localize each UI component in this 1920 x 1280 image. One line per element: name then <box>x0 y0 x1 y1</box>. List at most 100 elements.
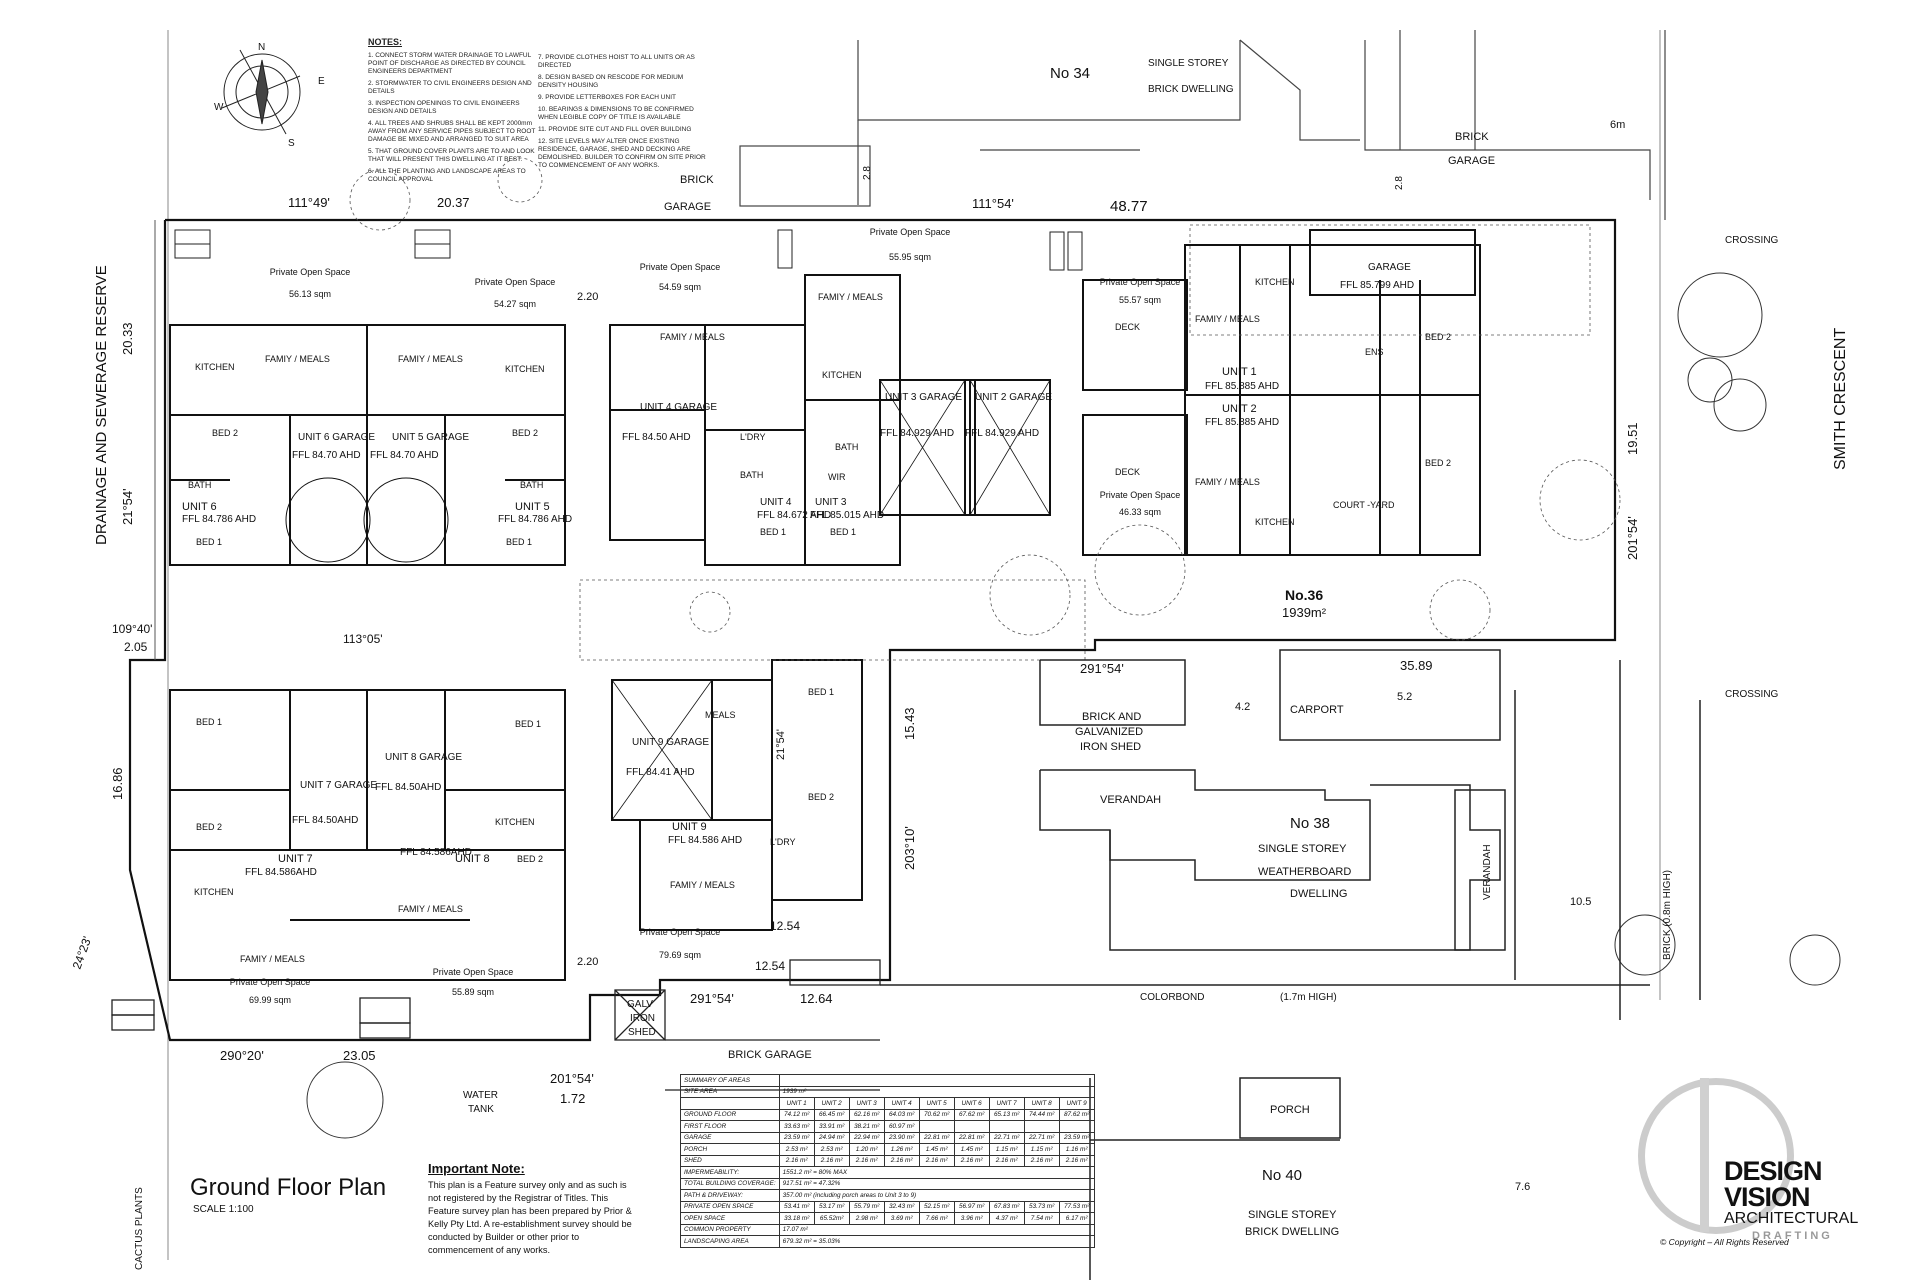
important-note-heading: Important Note: <box>428 1161 525 1176</box>
garage-top-1: BRICK <box>680 174 714 186</box>
distance-8: 23.05 <box>343 1048 376 1063</box>
svg-text:S: S <box>288 138 295 149</box>
table-cell <box>1058 1120 1095 1133</box>
table-cell: 6.17 m² <box>1058 1212 1095 1225</box>
dim-28a: 2.8 <box>862 166 873 180</box>
room-family-u2: FAMIY / MEALS <box>1195 477 1260 487</box>
table-cell: 1.20 m² <box>848 1143 885 1156</box>
room-ldry-u4: L'DRY <box>740 432 766 442</box>
room-deck-u2: DECK <box>1115 467 1140 477</box>
room-kitchen-u7: KITCHEN <box>194 887 234 897</box>
room-family-u5: FAMIY / MEALS <box>398 354 463 364</box>
north-compass-icon: N E W S <box>214 42 325 149</box>
table-cell: 2.16 m² <box>778 1154 815 1167</box>
table-cell: 23.59 m² <box>1058 1131 1095 1144</box>
unit-5-garage-ffl: FFL 84.70 AHD <box>370 450 439 461</box>
table-row-label: LANDSCAPING AREA <box>680 1235 780 1248</box>
table-cell: 33.91 m² <box>813 1120 850 1133</box>
table-row: IMPERMEABILITY:1551.2 m² = 80% MAX <box>680 1166 1095 1179</box>
table-cell: 2.98 m² <box>848 1212 885 1225</box>
colorbond-height: (1.7m HIGH) <box>1280 992 1337 1003</box>
unit-6-ffl: FFL 84.786 AHD <box>182 514 256 525</box>
room-bed1-u7: BED 1 <box>196 717 222 727</box>
note-1: 1. CONNECT STORM WATER DRAINAGE TO LAWFU… <box>368 52 532 75</box>
table-cell: 357.00 m² (including porch areas to Unit… <box>778 1189 1095 1202</box>
distance-6: 16.86 <box>110 767 125 800</box>
table-cell <box>988 1120 1025 1133</box>
table-row-label <box>680 1097 780 1110</box>
units-5-6-block <box>169 324 566 566</box>
table-row-label: COMMON PROPERTY <box>680 1223 780 1236</box>
unit-4-garage-ffl: FFL 84.50 AHD <box>622 432 691 443</box>
table-cell: 33.63 m² <box>778 1120 815 1133</box>
table-cell: 4.37 m² <box>988 1212 1025 1225</box>
garage-right-2: GARAGE <box>1448 155 1495 167</box>
room-kitchen-u8: KITCHEN <box>495 817 535 827</box>
unit-3-garage: UNIT 3 GARAGE <box>885 392 962 403</box>
unit-4-name: UNIT 4 <box>760 497 792 508</box>
unit-4-ffl: FFL 84.672 AHD <box>757 510 831 521</box>
unit-2-ffl: FFL 85.885 AHD <box>1205 417 1279 428</box>
table-row-label: PRIVATE OPEN SPACE <box>680 1200 780 1213</box>
bearing-2: 111°54' <box>972 196 1014 211</box>
table-cell: 60.97 m² <box>883 1120 920 1133</box>
distance-4: 2.05 <box>124 640 148 654</box>
dim-6m: 6m <box>1610 119 1625 131</box>
svg-text:E: E <box>318 76 325 87</box>
table-cell: 1.16 m² <box>1058 1143 1095 1156</box>
room-family-u4: FAMIY / MEALS <box>660 332 725 342</box>
unit-9-garage-ffl: FFL 84.41 AHD <box>626 767 695 778</box>
table-cell: 65.13 m² <box>988 1108 1025 1121</box>
table-row-label: GROUND FLOOR <box>680 1108 780 1121</box>
note-6: 6. ALL THE PLANTING AND LANDSCAPE AREAS … <box>368 168 526 183</box>
pos-9-value: 79.69 sqm <box>659 950 701 960</box>
table-cell: UNIT 3 <box>848 1097 885 1110</box>
pos-3-label: Private Open Space <box>640 262 721 272</box>
table-cell: 53.41 m² <box>778 1200 815 1213</box>
table-cell: 1.45 m² <box>953 1143 990 1156</box>
logo-line-4: DRAFTING <box>1752 1230 1833 1242</box>
bearing-10: 291°54' <box>690 991 734 1006</box>
carport-label: CARPORT <box>1290 704 1344 716</box>
no34-label: No 34 <box>1050 65 1090 82</box>
table-cell: 22.81 m² <box>918 1131 955 1144</box>
table-row: PATH & DRIVEWAY:357.00 m² (including por… <box>680 1189 1095 1202</box>
unit-5-name: UNIT 5 <box>515 501 550 513</box>
note-5: 5. THAT GROUND COVER PLANTS ARE TO AND L… <box>368 148 535 163</box>
distance-10: 12.64 <box>800 991 833 1006</box>
svg-text:N: N <box>258 42 265 53</box>
porch-label: PORCH <box>1270 1104 1310 1116</box>
bearing-14: 21°54' <box>775 729 787 760</box>
garage-bottom-label: BRICK GARAGE <box>728 1049 812 1061</box>
room-bed1-u3: BED 1 <box>830 527 856 537</box>
table-cell: 2.16 m² <box>1058 1154 1095 1167</box>
verandah2-label: VERANDAH <box>1482 844 1493 900</box>
room-bed2-u6: BED 2 <box>212 428 238 438</box>
room-ens-u1: ENS <box>1365 347 1384 357</box>
unit-3-name: UNIT 3 <box>815 497 847 508</box>
table-cell: 74.44 m² <box>1023 1108 1060 1121</box>
table-row-label: TOTAL BUILDING COVERAGE: <box>680 1177 780 1190</box>
table-row-label: SUMMARY OF AREAS <box>680 1074 780 1087</box>
table-cell: 1.15 m² <box>1023 1143 1060 1156</box>
room-bath-u4: BATH <box>740 470 763 480</box>
table-cell: 2.53 m² <box>778 1143 815 1156</box>
unit-1-garage: GARAGE <box>1368 262 1411 273</box>
room-bed2-u5: BED 2 <box>512 428 538 438</box>
bearing-5: 113°05' <box>343 632 383 646</box>
unit-3-ffl: FFL 85.015 AHD <box>810 510 884 521</box>
crossing-1: CROSSING <box>1725 235 1779 246</box>
site-boundary <box>128 218 1617 1042</box>
table-cell: 2.16 m² <box>813 1154 850 1167</box>
table-cell: 17.07 m² <box>778 1223 1095 1236</box>
note-10: 10. BEARINGS & DIMENSIONS TO BE CONFIRME… <box>538 106 694 121</box>
units-3-4-block <box>609 274 976 566</box>
room-bed1-u6: BED 1 <box>196 537 222 547</box>
distance-11: 15.43 <box>902 707 917 740</box>
unit-8-ffl: FFL 84.586AHD <box>400 847 472 858</box>
room-family-u7: FAMIY / MEALS <box>240 954 305 964</box>
